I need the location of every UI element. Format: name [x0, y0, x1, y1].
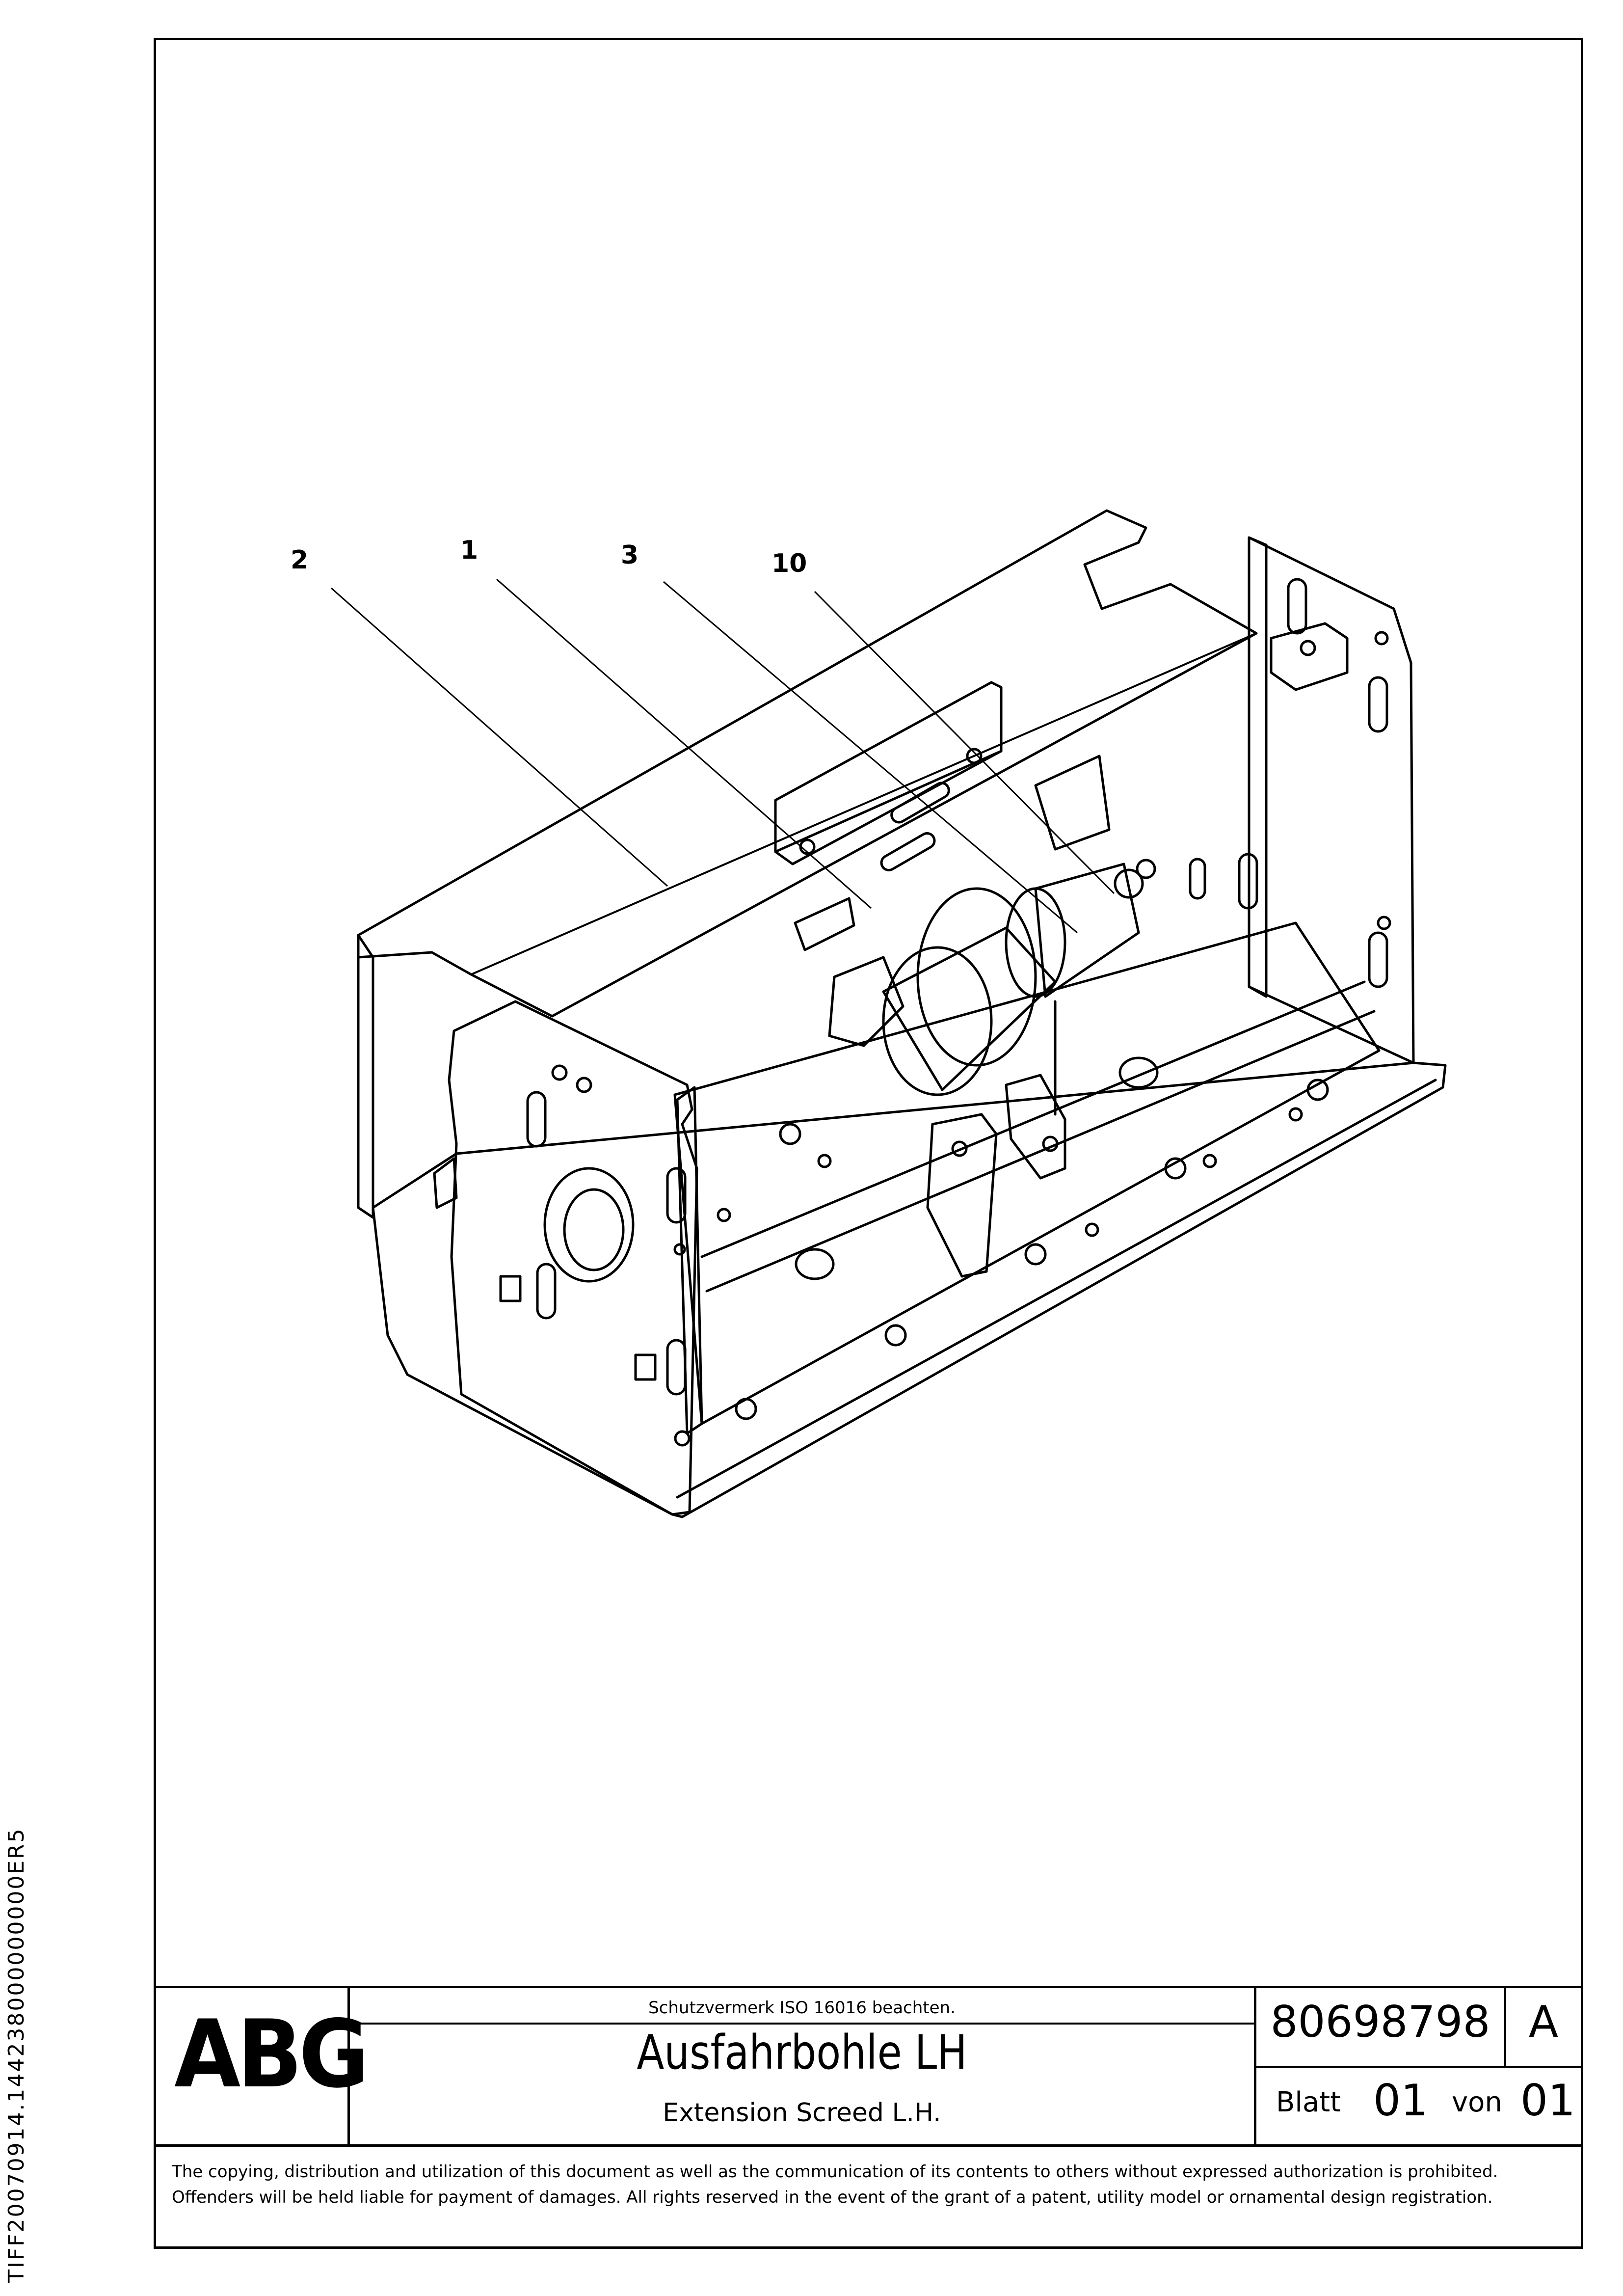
callout-10: 10	[772, 549, 807, 578]
leader-line-1	[496, 578, 872, 909]
abg-logo: ABG	[174, 2000, 369, 2108]
leader-line-2	[331, 587, 668, 887]
document-number: 80698798	[1270, 1997, 1490, 2047]
callout-1: 1	[460, 536, 479, 565]
protection-note: Schutzvermerk ISO 16016 beachten.	[648, 1998, 956, 2018]
drawing-frame	[154, 38, 1583, 2249]
mounting-block	[1270, 622, 1349, 691]
title-german: Ausfahrbohle LH	[637, 2025, 967, 2080]
of-label: von	[1452, 2086, 1502, 2118]
revision: A	[1528, 1997, 1559, 2047]
copyright-notice: The copying, distribution and utilizatio…	[172, 2162, 1498, 2207]
rear-wall-left	[357, 934, 374, 1219]
leader-line-3	[663, 581, 1078, 934]
sheet-total: 01	[1520, 2075, 1575, 2126]
bottom-base-plate	[372, 1061, 1447, 1518]
support-arm	[926, 1113, 998, 1278]
top-cover-plate	[357, 509, 1258, 1018]
callout-3: 3	[621, 540, 639, 570]
right-end-plate	[1248, 536, 1415, 1064]
leader-line-10	[814, 591, 1115, 894]
fastener-nuts	[717, 1079, 1329, 1420]
hydraulic-motor	[828, 859, 1156, 1180]
sheet-label: Blatt	[1276, 2086, 1341, 2118]
left-end-plate	[448, 1000, 698, 1516]
callout-2: 2	[291, 545, 309, 575]
title-block	[154, 1986, 1583, 1988]
title-english: Extension Screed L.H.	[663, 2098, 941, 2128]
sheet-number: 01	[1373, 2075, 1428, 2126]
